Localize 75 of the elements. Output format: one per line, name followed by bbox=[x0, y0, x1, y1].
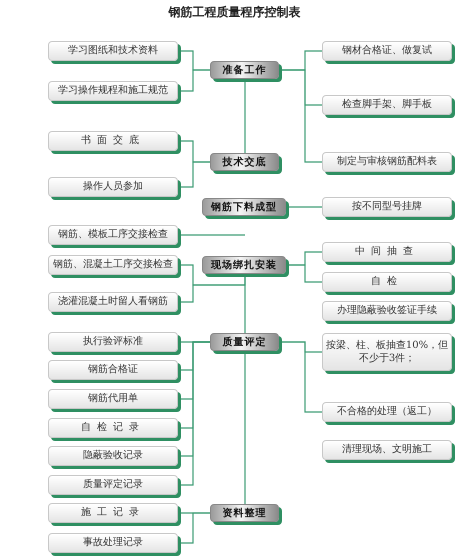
connector-line bbox=[178, 512, 210, 544]
stage-box bbox=[210, 333, 279, 351]
step-label: 钢筋代用单 bbox=[87, 392, 139, 406]
stage-label: 准备工作 bbox=[222, 64, 266, 77]
step-box bbox=[322, 152, 452, 172]
stage-box bbox=[202, 256, 286, 274]
step-label: 事故处理记录 bbox=[82, 536, 144, 550]
chart-title: 钢筋工程质量程序控制表 bbox=[167, 4, 302, 21]
step-label: 清理现场、文明施工 bbox=[341, 443, 433, 457]
step-box bbox=[48, 475, 178, 495]
connector-line bbox=[279, 341, 322, 413]
step-box bbox=[48, 446, 178, 466]
step-box bbox=[48, 533, 178, 553]
step-box bbox=[48, 255, 178, 275]
step-box bbox=[48, 292, 178, 312]
step-box bbox=[48, 503, 178, 523]
step-label: 书面交底 bbox=[80, 134, 146, 148]
step-box bbox=[48, 332, 178, 352]
connector-line bbox=[178, 341, 210, 486]
stage-label: 现场绑扎安装 bbox=[211, 258, 277, 272]
stage-box bbox=[210, 61, 279, 79]
step-label: 钢筋合格证 bbox=[87, 363, 139, 377]
step-box bbox=[322, 272, 452, 292]
step-label: 中间抽查 bbox=[354, 245, 420, 259]
step-label: 不合格的处理（返工） bbox=[336, 405, 438, 419]
connector-line bbox=[244, 274, 246, 333]
step-box bbox=[48, 177, 178, 197]
stage-label: 质量评定 bbox=[222, 335, 266, 349]
step-box bbox=[322, 242, 452, 262]
step-label: 学习图纸和技术资料 bbox=[67, 44, 159, 58]
connector-line bbox=[178, 161, 210, 188]
stage-box bbox=[202, 198, 286, 216]
connector-line bbox=[286, 264, 322, 283]
step-box bbox=[48, 81, 178, 101]
connector-line bbox=[178, 69, 210, 92]
step-label: 制定与审核钢筋配料表 bbox=[336, 155, 438, 169]
connector-line bbox=[244, 351, 246, 504]
step-box bbox=[48, 360, 178, 380]
step-label: 自检 bbox=[370, 275, 404, 289]
step-label: 质量评定记录 bbox=[82, 478, 144, 492]
stage-label: 技术交底 bbox=[222, 155, 266, 169]
step-box bbox=[48, 41, 178, 61]
stage-box bbox=[210, 153, 279, 171]
step-label: 隐蔽验收记录 bbox=[82, 449, 144, 463]
stage-box bbox=[210, 504, 279, 522]
step-box bbox=[322, 333, 452, 371]
step-label: 自检记录 bbox=[80, 421, 146, 435]
step-box bbox=[48, 389, 178, 409]
step-box bbox=[322, 95, 452, 115]
stage-label: 钢筋下料成型 bbox=[211, 200, 277, 214]
stage-label: 资料整理 bbox=[222, 506, 266, 520]
step-label: 执行验评标准 bbox=[82, 335, 144, 349]
step-box bbox=[48, 131, 178, 151]
step-label: 检查脚手架、脚手板 bbox=[341, 98, 433, 112]
step-box bbox=[322, 402, 452, 422]
step-label: 按梁、柱、板抽查10%，但不少于3件； bbox=[324, 338, 450, 366]
step-label: 按不同型号挂牌 bbox=[351, 200, 423, 214]
connector-line bbox=[279, 69, 322, 163]
step-label: 钢筋、混凝土工序交接检查 bbox=[52, 258, 174, 272]
step-box bbox=[48, 225, 178, 245]
step-label: 施工记录 bbox=[80, 506, 146, 520]
step-label: 钢材合格证、做复试 bbox=[341, 44, 433, 58]
step-box bbox=[322, 197, 452, 217]
step-label: 钢筋、模板工序交接检查 bbox=[57, 228, 169, 242]
connector-line bbox=[286, 206, 322, 208]
step-box bbox=[322, 301, 452, 321]
step-label: 操作人员参加 bbox=[82, 180, 144, 194]
step-label: 浇灌混凝土时留人看钢筋 bbox=[57, 295, 169, 309]
step-box bbox=[48, 418, 178, 438]
step-box bbox=[322, 41, 452, 61]
step-label: 学习操作规程和施工规范 bbox=[57, 84, 169, 98]
step-label: 办理隐蔽验收签证手续 bbox=[336, 304, 438, 318]
step-box bbox=[322, 440, 452, 460]
connector-line bbox=[178, 234, 245, 236]
connector-line bbox=[244, 79, 246, 153]
